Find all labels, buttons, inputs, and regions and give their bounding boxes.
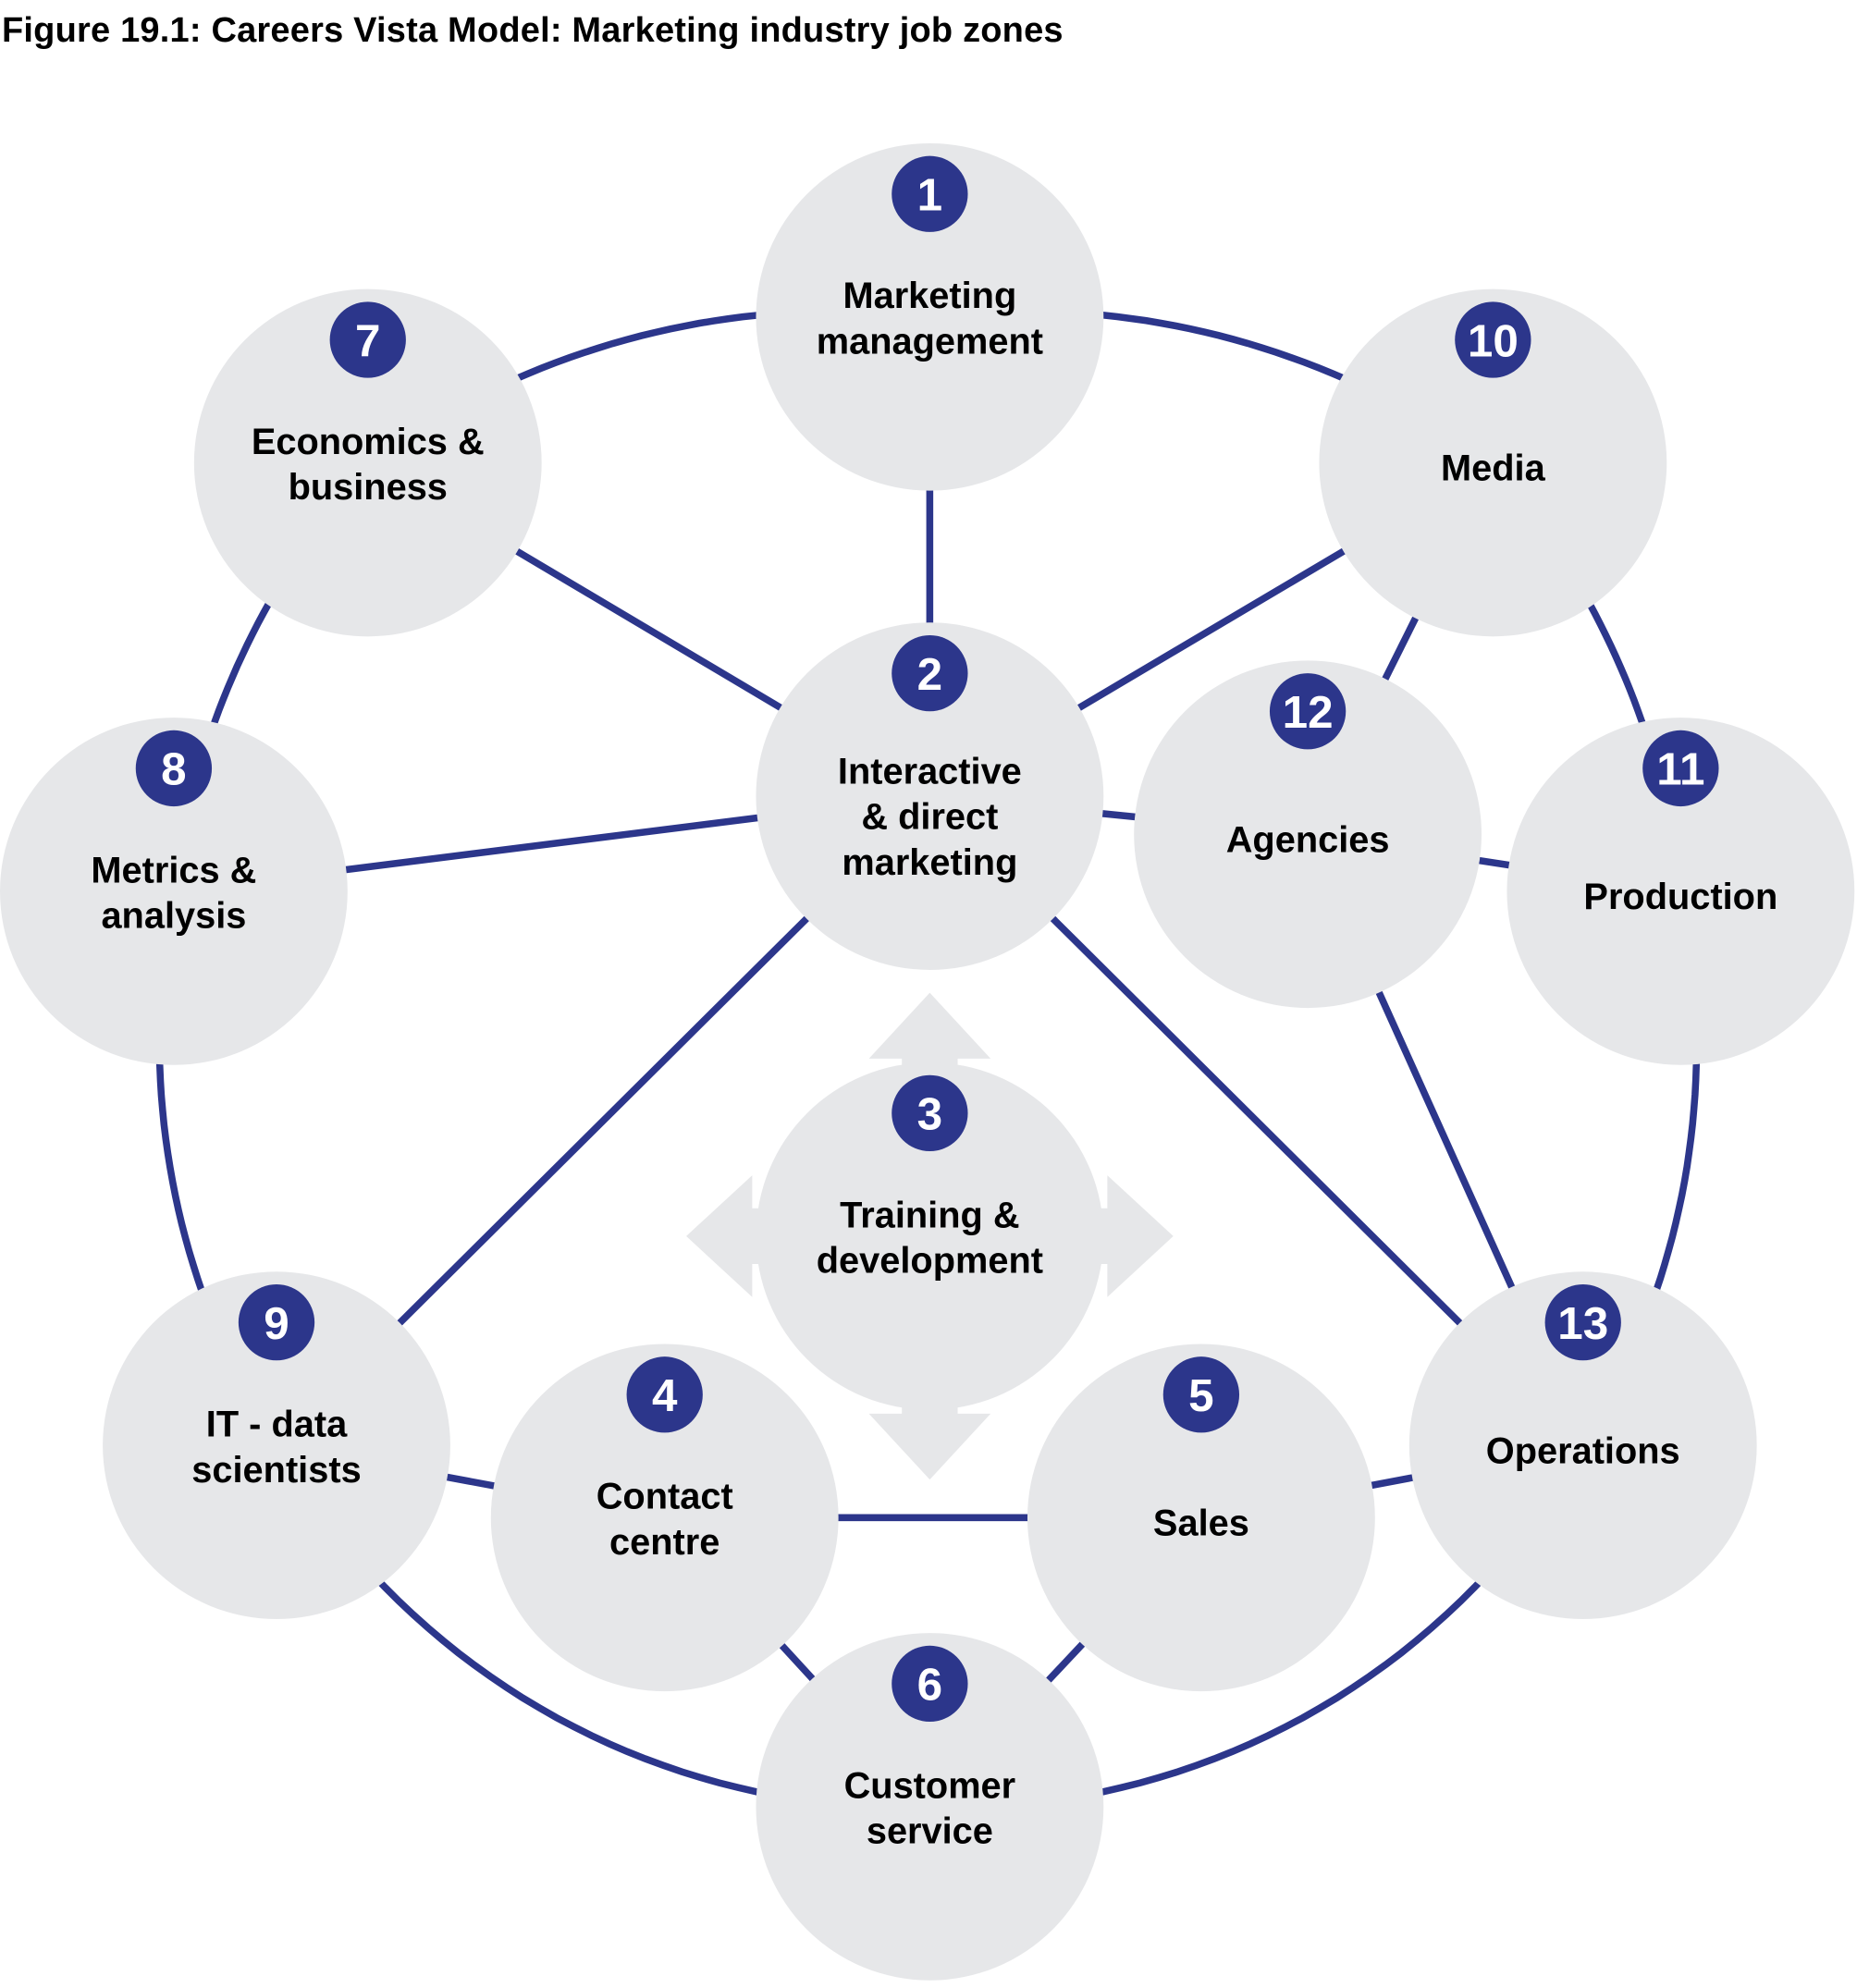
node-label-line: business — [289, 467, 448, 508]
node-circle — [1319, 288, 1667, 637]
number-badge-text: 11 — [1656, 744, 1704, 795]
number-badge — [626, 1356, 703, 1433]
arrow-left-icon — [686, 1175, 778, 1297]
node-label-line: Economics & — [252, 422, 485, 462]
node-label-line: marketing — [842, 842, 1017, 883]
node-label-line: Contact — [596, 1477, 733, 1517]
number-badge-text: 2 — [917, 649, 942, 700]
number-badge — [892, 1645, 968, 1723]
node-label-line: Customer — [844, 1765, 1016, 1806]
node-circle — [1134, 660, 1482, 1009]
job-zone-node-9[interactable]: 9 IT - data scientists — [103, 1271, 450, 1619]
number-badge — [1269, 673, 1347, 750]
number-badge-text: 3 — [917, 1089, 942, 1140]
number-badge — [1455, 301, 1531, 378]
node-label-line: Interactive — [838, 751, 1022, 792]
node-circle — [490, 1344, 839, 1692]
node-label-line: analysis — [101, 896, 246, 937]
node-label-line: Sales — [1153, 1503, 1249, 1543]
node-circle — [103, 1271, 450, 1619]
number-badge-text: 12 — [1283, 687, 1334, 738]
node-label-line: Metrics & — [91, 850, 256, 890]
number-badge-text: 6 — [917, 1660, 942, 1711]
arrow-right-icon — [1081, 1175, 1174, 1297]
node-circle — [756, 622, 1104, 970]
number-badge-text: 8 — [161, 744, 186, 795]
number-badge — [892, 155, 968, 232]
node-circle — [1507, 718, 1855, 1065]
node-circle — [193, 288, 542, 637]
figure-title: Figure 19.1: Careers Vista Model: Market… — [2, 11, 1064, 50]
node-label-line: & direct — [861, 797, 998, 838]
number-badge — [1162, 1356, 1240, 1433]
arrow-down-icon — [868, 1388, 991, 1480]
node-label-line: service — [867, 1811, 993, 1852]
node-label-line: Production — [1583, 877, 1777, 917]
number-badge — [1544, 1283, 1621, 1361]
number-badge-text: 5 — [1188, 1370, 1213, 1421]
number-badge — [238, 1283, 315, 1361]
node-label-line: development — [817, 1241, 1043, 1282]
number-badge-text: 4 — [652, 1370, 678, 1421]
number-badge-text: 13 — [1557, 1298, 1608, 1349]
node-label-line: Media — [1441, 448, 1546, 489]
node-label-line: management — [817, 322, 1043, 362]
number-badge — [892, 1074, 968, 1152]
number-badge — [892, 634, 968, 712]
node-label-line: scientists — [191, 1450, 361, 1491]
number-badge-text: 1 — [917, 170, 942, 221]
node-label-line: IT - data — [206, 1405, 348, 1445]
number-badge-text: 9 — [264, 1298, 289, 1349]
number-badge-text: 7 — [355, 315, 380, 366]
node-label-line: Training & — [840, 1195, 1019, 1235]
node-circle — [756, 142, 1104, 491]
arrow-up-icon — [868, 992, 991, 1085]
node-circle — [0, 718, 348, 1065]
number-badge — [1642, 730, 1719, 807]
training-arrows — [686, 992, 1174, 1480]
node-label-line: Operations — [1486, 1430, 1680, 1471]
number-badge-text: 10 — [1468, 315, 1519, 366]
node-circle — [756, 1633, 1104, 1981]
node-circle — [1027, 1344, 1375, 1692]
node-circle — [1408, 1271, 1757, 1619]
node-label-line: Marketing — [842, 276, 1016, 316]
number-badge — [135, 730, 213, 807]
node-circle — [756, 1062, 1104, 1410]
node-label-line: centre — [609, 1522, 719, 1563]
node-label-line: Agencies — [1226, 819, 1390, 860]
number-badge — [329, 301, 406, 378]
